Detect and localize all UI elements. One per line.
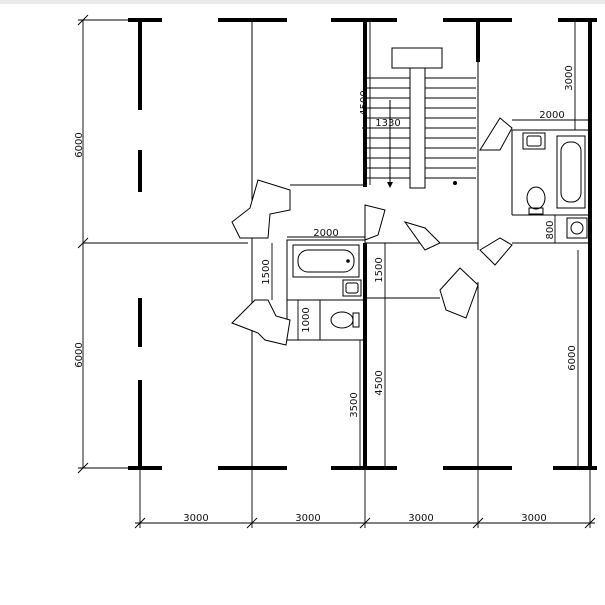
doors	[231, 117, 513, 346]
dim-right-upper: 3000	[564, 65, 575, 90]
center-toilet	[330, 311, 360, 329]
dim-center-right-upper: 1500	[374, 257, 385, 282]
dim-stair-height: 4500	[359, 90, 370, 115]
right-bathtub	[556, 135, 586, 209]
dim-center-wc-height: 1000	[301, 307, 312, 332]
dim-right-lower: 6000	[567, 345, 578, 370]
center-bathtub	[292, 244, 360, 278]
dim-bottom-4: 3000	[521, 513, 546, 524]
grid-lines	[83, 20, 479, 468]
right-toilet	[526, 186, 546, 215]
dim-center-lower: 3500	[349, 392, 360, 417]
dimension-lines	[77, 14, 596, 529]
dim-center-bath-width: 2000	[313, 228, 338, 239]
dim-center-right-lower: 4500	[374, 370, 385, 395]
interior-walls	[286, 18, 590, 470]
dim-center-bath-height: 1500	[261, 259, 272, 284]
right-sink	[522, 132, 546, 150]
dim-right-bath-width: 2000	[539, 110, 564, 121]
dim-bottom-2: 3000	[295, 513, 320, 524]
dim-bottom-3: 3000	[408, 513, 433, 524]
staircase	[367, 47, 476, 189]
dim-right-small: 800	[545, 220, 556, 239]
washing-machine	[566, 217, 588, 239]
exterior-walls	[128, 18, 597, 470]
dim-stair-width: 1330	[375, 118, 400, 129]
center-sink	[342, 279, 362, 297]
dim-bottom-1: 3000	[183, 513, 208, 524]
dim-left-lower: 6000	[74, 342, 85, 367]
dim-left-upper: 6000	[74, 132, 85, 157]
